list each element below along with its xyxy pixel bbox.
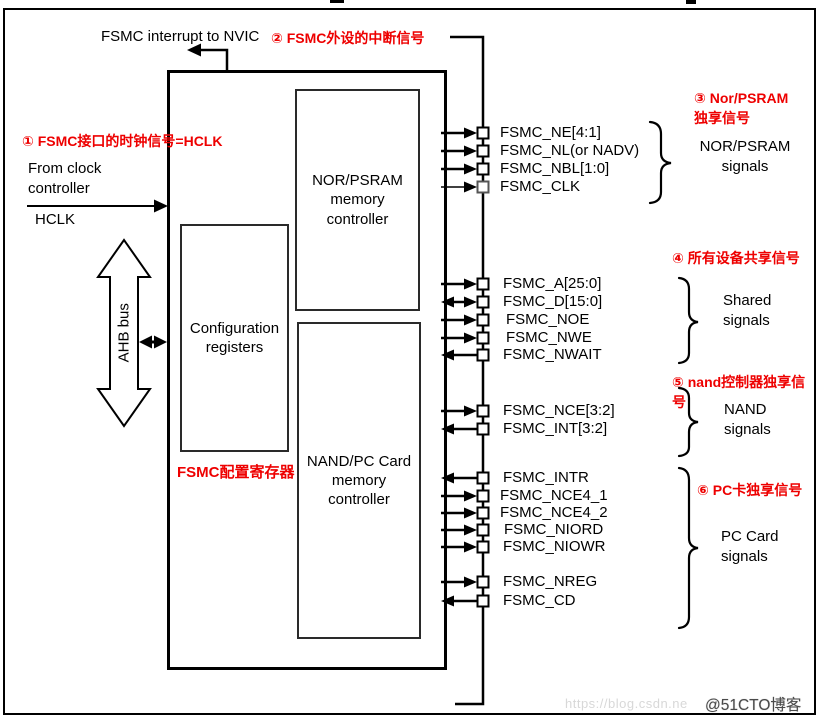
group-label-shared: Shared signals: [723, 292, 772, 329]
signal-label-nreg: FSMC_NREG: [503, 573, 598, 590]
signal-arrow-clk: [441, 180, 490, 194]
nand-pccard-controller-box: NAND/PC Card memory controller: [297, 322, 421, 639]
config-registers-annotation: FSMC配置寄存器: [177, 464, 295, 481]
annotation-1-clock: ① FSMC接口的时钟信号=HCLK: [22, 133, 223, 149]
brace-nor-psram: [648, 120, 672, 205]
nand-pccard-controller-label: NAND/PC Card memory controller: [306, 452, 412, 509]
signal-label-d: FSMC_D[15:0]: [503, 293, 603, 310]
ahb-block-connector-arrow: [139, 335, 167, 349]
signal-arrow-nwe: [441, 331, 490, 345]
signal-arrow-niord: [441, 523, 490, 537]
watermark-51cto: @51CTO博客: [705, 697, 802, 714]
diagram-outer-frame: [3, 8, 816, 715]
signal-label-noe: FSMC_NOE: [506, 311, 590, 328]
signal-arrow-cd: [441, 594, 490, 608]
group-label-pc-card: PC Card signals: [721, 528, 779, 565]
signal-arrow-nbl: [441, 162, 490, 176]
cropped-title-fragment: [330, 0, 344, 3]
annotation-6-pc-card: ⑥ PC卡独享信号: [697, 482, 803, 498]
cropped-title-fragment: [686, 0, 696, 4]
signal-label-nce4-2: FSMC_NCE4_2: [500, 504, 608, 521]
signal-arrow-noe: [441, 313, 490, 327]
annotation-5-nand: ⑤ nand控制器独享信号: [672, 374, 806, 411]
brace-pc-card: [677, 466, 699, 630]
group-label-nor-psram: NOR/PSRAM signals: [699, 138, 791, 175]
signal-label-nbl: FSMC_NBL[1:0]: [500, 160, 610, 177]
watermark-url: https://blog.csdn.ne: [565, 696, 688, 711]
nor-psram-controller-label: NOR/PSRAM memory controller: [312, 172, 403, 228]
brace-shared: [677, 276, 699, 365]
signal-arrow-nwait: [441, 348, 490, 362]
signal-arrow-nreg: [441, 575, 490, 589]
signal-arrow-nl: [441, 144, 490, 158]
signal-label-cd: FSMC_CD: [503, 592, 576, 609]
signal-arrow-d: [441, 295, 490, 309]
signal-arrow-niowr: [441, 540, 490, 554]
nor-psram-controller-box: NOR/PSRAM memory controller: [295, 89, 420, 311]
signal-arrow-intr: [441, 471, 490, 485]
signal-label-nce4-1: FSMC_NCE4_1: [500, 487, 608, 504]
signal-label-ne: FSMC_NE[4:1]: [500, 124, 601, 141]
ahb-bus-label: AHB bus: [115, 303, 133, 363]
from-clock-controller-label: From clock controller: [28, 160, 102, 197]
signal-label-intr: FSMC_INTR: [503, 469, 589, 486]
signal-arrow-a: [441, 277, 490, 291]
interrupt-arrow: [187, 43, 229, 70]
signal-label-nce32: FSMC_NCE[3:2]: [503, 402, 615, 419]
signal-arrow-nce32: [441, 404, 490, 418]
annotation-4-shared: ④ 所有设备共享信号: [672, 250, 800, 266]
signal-label-int32: FSMC_INT[3:2]: [503, 420, 608, 437]
pin-bus-line: [450, 35, 485, 706]
annotation-3-nor-psram: ③ Nor/PSRAM 独享信号: [694, 90, 789, 127]
interrupt-to-nvic-label: FSMC interrupt to NVIC: [101, 28, 260, 45]
signal-arrow-ne: [441, 126, 490, 140]
signal-label-nwait: FSMC_NWAIT: [503, 346, 602, 363]
configuration-registers-box: Configuration registers: [180, 224, 289, 452]
signal-label-a: FSMC_A[25:0]: [503, 275, 602, 292]
brace-nand: [677, 386, 699, 458]
annotation-2-interrupt: ② FSMC外设的中断信号: [271, 30, 425, 46]
fsmc-main-block: [167, 70, 447, 670]
signal-label-nwe: FSMC_NWE: [506, 329, 592, 346]
signal-arrow-int32: [441, 422, 490, 436]
hclk-arrow: [27, 199, 168, 213]
signal-arrow-nce4-1: [441, 489, 490, 503]
signal-arrow-nce4-2: [441, 506, 490, 520]
signal-label-clk: FSMC_CLK: [500, 178, 581, 195]
signal-label-niord: FSMC_NIORD: [504, 521, 604, 538]
configuration-registers-label: Configuration registers: [189, 319, 280, 356]
group-label-nand: NAND signals: [724, 401, 771, 438]
hclk-label: HCLK: [35, 211, 76, 228]
signal-label-niowr: FSMC_NIOWR: [503, 538, 606, 555]
signal-label-nl: FSMC_NL(or NADV): [500, 142, 640, 159]
ahb-bus-arrow: [96, 238, 152, 428]
